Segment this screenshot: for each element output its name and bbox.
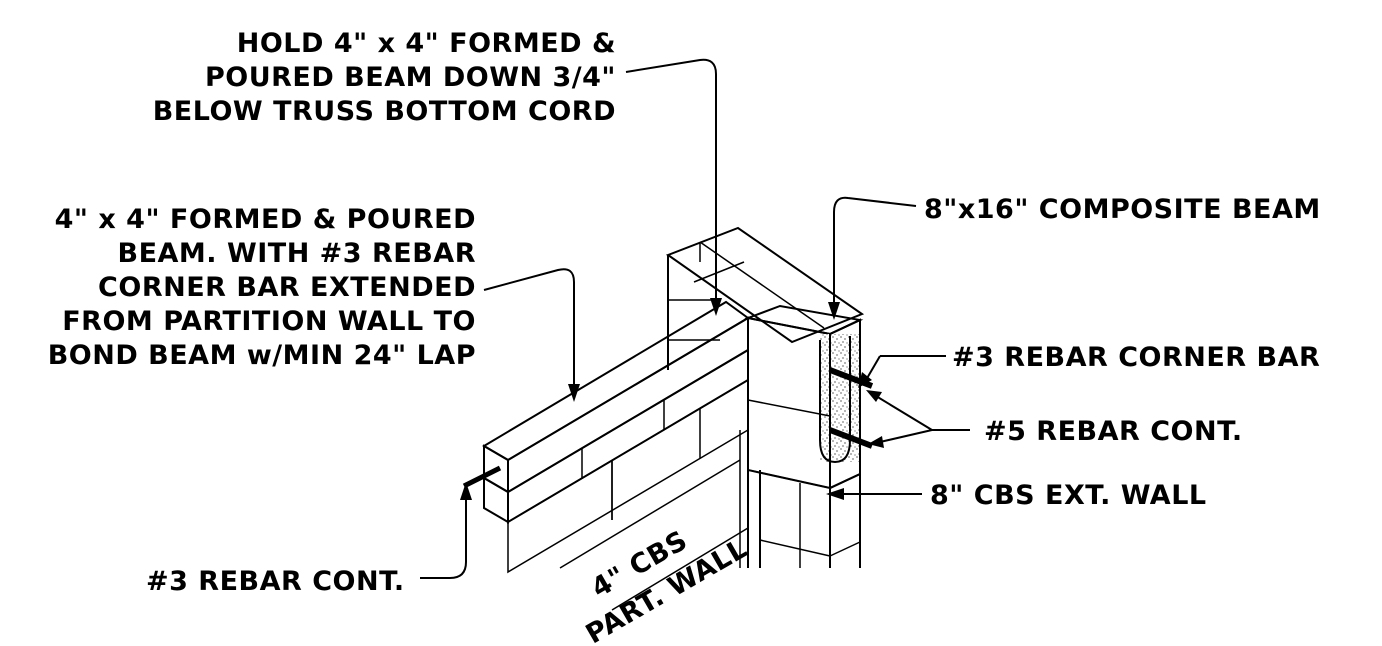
label-hold-beam: HOLD 4" x 4" FORMED & POURED BEAM DOWN 3… <box>153 28 616 127</box>
hold-beam-line-2: POURED BEAM DOWN 3/4" <box>205 62 616 93</box>
hold-beam-line-1: HOLD 4" x 4" FORMED & <box>237 28 616 59</box>
label-rebar-cont-5: #5 REBAR CONT. <box>984 416 1243 447</box>
label-composite-beam: 8"x16" COMPOSITE BEAM <box>924 194 1321 225</box>
bond-beam <box>665 226 865 370</box>
label-formed-beam: 4" x 4" FORMED & POURED BEAM. WITH #3 RE… <box>48 204 476 371</box>
formed-beam-line-1: 4" x 4" FORMED & POURED <box>55 204 476 235</box>
formed-beam-line-2: BEAM. WITH #3 REBAR <box>118 238 477 269</box>
label-ext-wall: 8" CBS EXT. WALL <box>930 480 1207 511</box>
formed-beam-line-4: FROM PARTITION WALL TO <box>62 306 476 337</box>
hold-beam-line-3: BELOW TRUSS BOTTOM CORD <box>153 96 616 127</box>
formed-beam-line-3: CORNER BAR EXTENDED <box>98 272 476 303</box>
formed-beam-line-5: BOND BEAM w/MIN 24" LAP <box>48 340 476 371</box>
label-rebar-cont-3: #3 REBAR CONT. <box>146 566 405 597</box>
label-corner-bar: #3 REBAR CORNER BAR <box>952 342 1320 373</box>
leaders <box>420 58 970 579</box>
partition-wall <box>462 300 750 611</box>
ext-wall <box>744 304 874 568</box>
